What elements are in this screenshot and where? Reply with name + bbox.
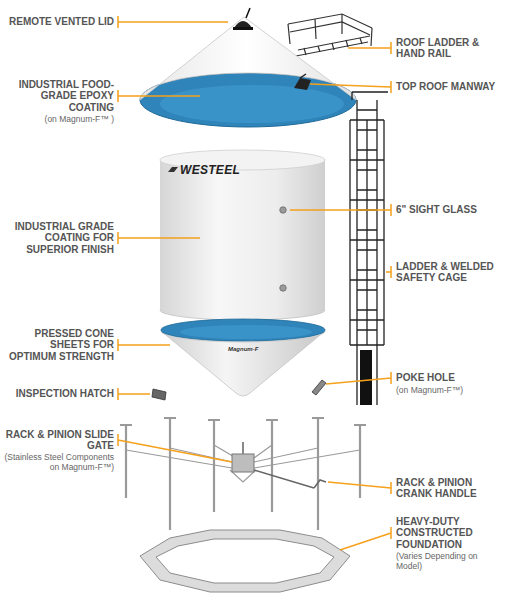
crank-handle — [254, 470, 326, 488]
roof-manway — [300, 74, 306, 78]
leg-frame — [120, 418, 366, 530]
part-label: RACK & PINION SLIDE GATE — [4, 429, 114, 451]
part-label: INDUSTRIAL FOOD-GRADE EPOXY COATING — [4, 79, 114, 113]
hopper-cone — [161, 319, 325, 341]
roof — [140, 17, 356, 100]
poke-hole — [312, 380, 326, 395]
part-note: (on Magnum-F™) — [396, 386, 502, 396]
foundation — [140, 530, 350, 592]
leader-line — [118, 16, 391, 550]
roof-manway — [294, 78, 311, 90]
sight-glass — [280, 207, 286, 291]
leader-line — [348, 42, 391, 54]
part-label: INSPECTION HATCH — [4, 388, 114, 399]
hopper-cone — [161, 319, 325, 396]
inspection-hatch — [152, 389, 166, 400]
leader-line — [328, 482, 391, 494]
bin-wall — [168, 167, 178, 172]
leader-line — [118, 388, 150, 400]
leader-line — [118, 434, 232, 462]
bin-wall — [160, 160, 325, 310]
ladder-cage — [350, 92, 388, 405]
foundation — [140, 530, 350, 592]
vented-lid — [246, 8, 250, 18]
part-label: POKE HOLE — [396, 372, 502, 383]
roof-rail — [290, 22, 370, 35]
bin-wall — [160, 150, 325, 320]
slide-gate — [232, 442, 254, 472]
model-mark: Magnum-F — [228, 346, 258, 352]
inspection-hatch — [152, 389, 166, 400]
leg-frame — [126, 418, 360, 530]
hopper-cone — [180, 325, 312, 339]
part-label: PRESSED CONE SHEETS FOR OPTIMUM STRENGTH — [4, 328, 114, 362]
sight-glass — [280, 207, 286, 213]
roof-rail — [288, 14, 372, 46]
ladder-cage — [350, 120, 384, 345]
roof-rail — [304, 38, 362, 55]
ladder-cage — [350, 120, 384, 345]
vented-lid — [234, 21, 252, 28]
vented-lid — [233, 27, 253, 30]
leader-line — [310, 81, 391, 93]
slide-gate — [242, 442, 244, 454]
part-label: REMOTE VENTED LID — [4, 16, 114, 27]
roof-manway — [294, 74, 311, 90]
part-note: (on Magnum-F™ ) — [4, 115, 114, 125]
crank-handle — [314, 480, 326, 488]
roof-rail — [288, 14, 372, 56]
part-label: HEAVY-DUTY CONSTRUCTED FOUNDATION — [396, 516, 502, 550]
ladder-cage — [352, 92, 388, 100]
leg-frame — [120, 418, 366, 425]
leader-line — [290, 204, 391, 216]
vented-lid — [233, 8, 253, 30]
leader-line — [118, 232, 200, 244]
part-note: (Stainless Steel Components on Magnum-F™… — [4, 453, 114, 473]
leader-line — [118, 90, 200, 102]
roof — [160, 85, 344, 123]
poke-hole — [312, 380, 326, 395]
part-note: (Varies Depending on Model) — [396, 552, 502, 572]
roof — [140, 17, 356, 127]
slide-gate — [232, 454, 254, 472]
part-label: 6" SIGHT GLASS — [396, 204, 502, 215]
roof-rail — [288, 14, 372, 28]
bin-wall — [160, 310, 325, 320]
leader-line — [326, 372, 391, 384]
sight-glass — [280, 285, 286, 291]
leader-line — [386, 266, 391, 278]
leader-line — [118, 339, 170, 351]
roof-rail — [296, 36, 370, 56]
part-label: TOP ROOF MANWAY — [396, 81, 502, 92]
part-label: INDUSTRIAL GRADE COATING FOR SUPERIOR FI… — [4, 221, 114, 255]
ladder-cage — [357, 110, 377, 330]
leader-line — [118, 16, 228, 28]
part-label: LADDER & WELDED SAFETY CAGE — [396, 261, 502, 283]
brand-logo: WESTEEL — [180, 163, 240, 177]
crank-handle — [254, 470, 314, 488]
ladder-cage — [360, 350, 372, 405]
part-label: ROOF LADDER & HAND RAIL — [396, 37, 502, 59]
leader-line — [340, 527, 391, 550]
part-label: RACK & PINION CRANK HANDLE — [396, 477, 502, 499]
